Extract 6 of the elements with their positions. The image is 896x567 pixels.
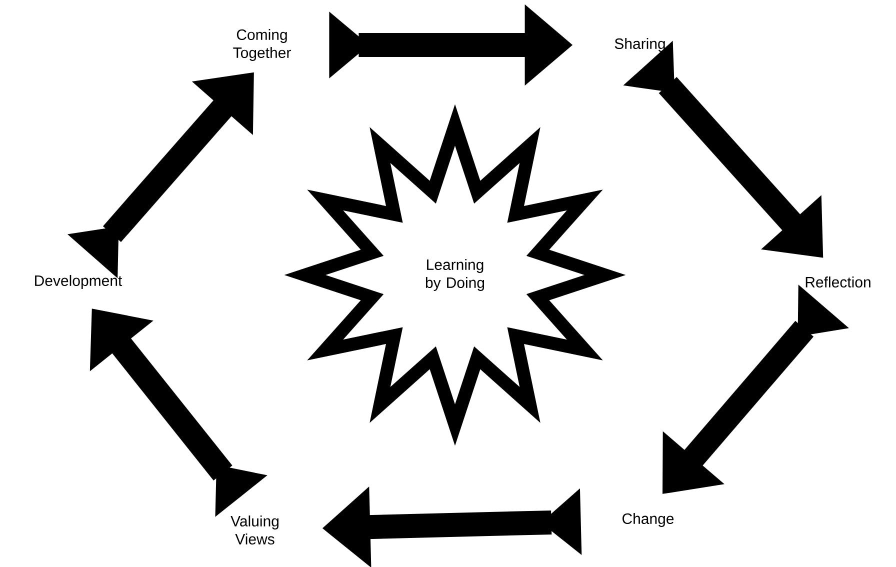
node-label: Sharing [614,38,665,52]
node-label: Development [35,275,122,289]
node-label: Reflection [806,276,870,288]
node-label: Coming Together [233,29,291,61]
node-label: Valuing Views [230,515,278,544]
node-label: Change [622,513,674,527]
